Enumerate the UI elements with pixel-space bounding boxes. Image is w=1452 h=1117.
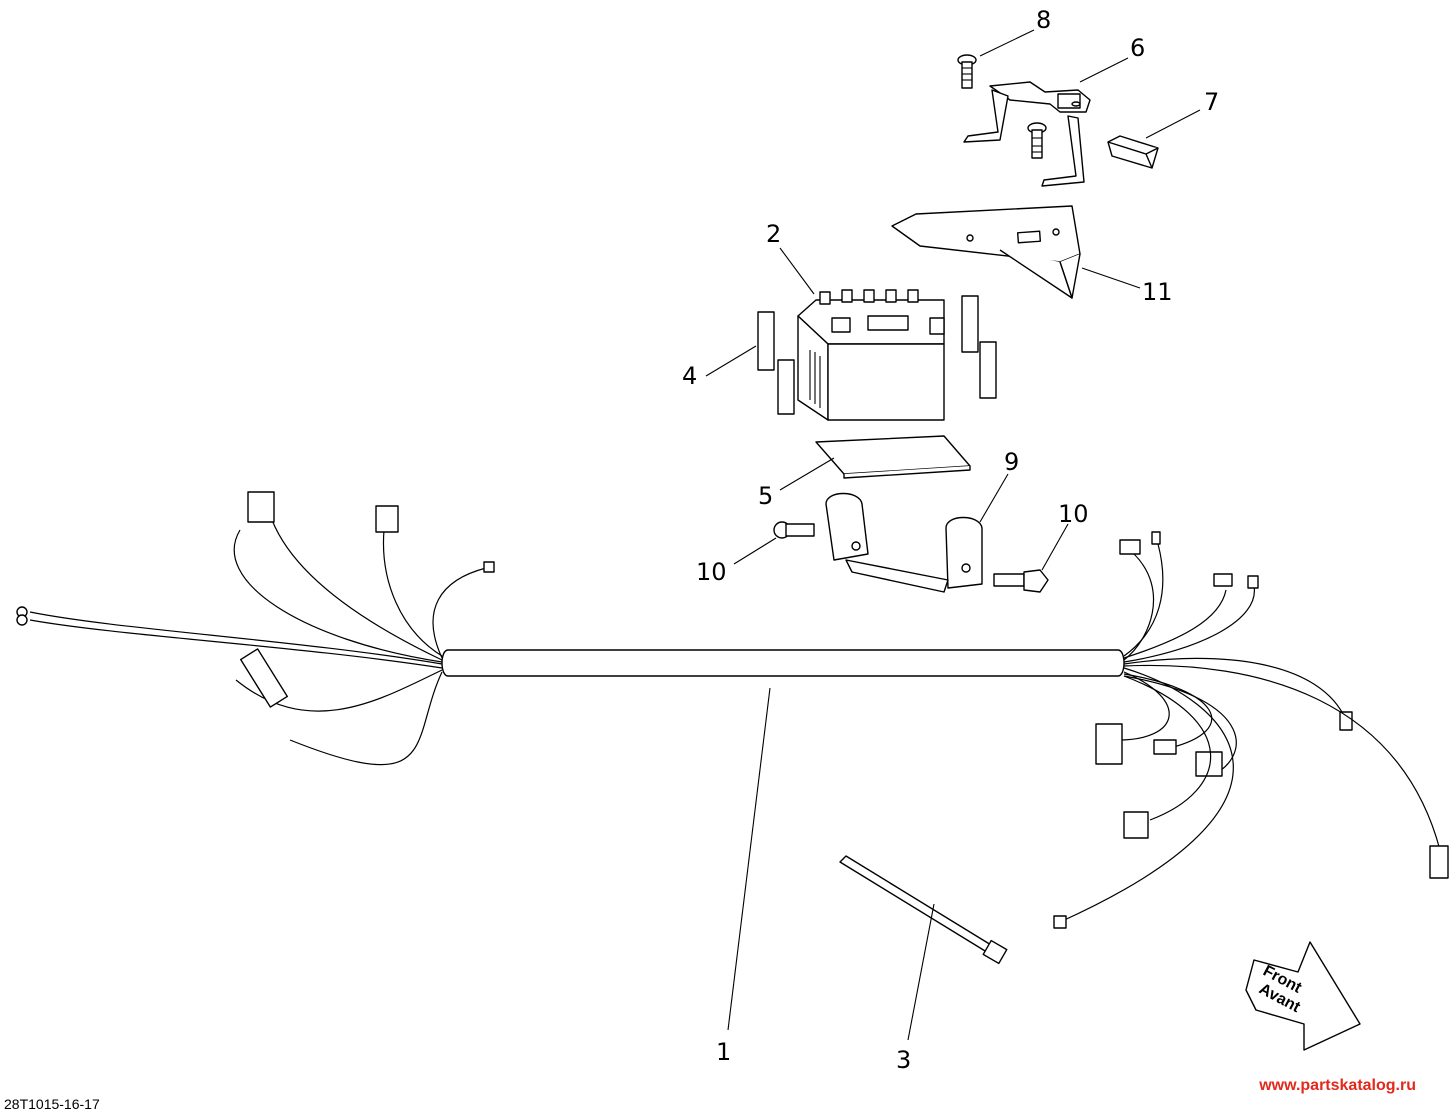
reference-code: 28T1015-16-17 bbox=[4, 1096, 100, 1112]
callouts: 8 6 7 2 11 4 5 9 10 10 1 3 bbox=[682, 6, 1219, 1074]
callout-8: 8 bbox=[1036, 6, 1051, 34]
callout-3: 3 bbox=[896, 1046, 911, 1074]
part-5-plate bbox=[815, 435, 971, 479]
bracket-screw bbox=[1027, 122, 1047, 159]
leader-lines bbox=[705, 29, 1201, 1041]
part-9-holder bbox=[825, 492, 983, 593]
part-11-cover bbox=[891, 205, 1081, 299]
watermark: www.partskatalog.ru bbox=[1259, 1077, 1416, 1094]
callout-7: 7 bbox=[1204, 88, 1219, 116]
callout-1: 1 bbox=[716, 1038, 731, 1066]
part-10-bolt-left bbox=[773, 521, 815, 539]
callout-10-right: 10 bbox=[1058, 500, 1089, 528]
part-4-spacers bbox=[757, 295, 997, 415]
callout-5: 5 bbox=[758, 482, 773, 510]
callout-6: 6 bbox=[1130, 34, 1145, 62]
part-8-screw bbox=[957, 54, 977, 89]
part-7-pad bbox=[1107, 135, 1159, 169]
part-1-harness bbox=[16, 491, 1449, 929]
part-2-battery bbox=[797, 289, 945, 421]
callout-4: 4 bbox=[682, 362, 697, 390]
part-6-bracket bbox=[963, 81, 1091, 187]
part-10-bolt-right bbox=[993, 569, 1049, 593]
part-3-cable-tie bbox=[839, 855, 1008, 965]
callout-10-left: 10 bbox=[696, 558, 727, 586]
callout-11: 11 bbox=[1142, 278, 1173, 306]
callout-2: 2 bbox=[766, 220, 781, 248]
callout-9: 9 bbox=[1004, 448, 1019, 476]
front-arrow: Front Avant bbox=[1245, 941, 1361, 1051]
